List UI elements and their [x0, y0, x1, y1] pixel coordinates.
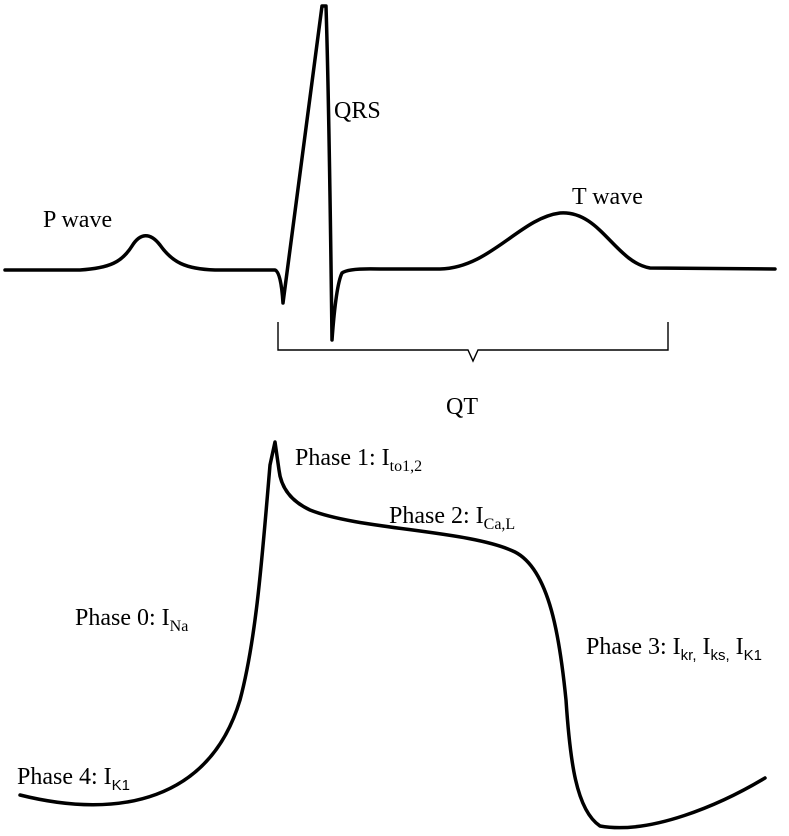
phase-4-label: Phase 4: IK1 — [17, 764, 130, 794]
phase-1-label: Phase 1: Ito1,2 — [295, 445, 422, 475]
ecg-trace — [3, 4, 777, 342]
phase-3-label: Phase 3: Ikr, Iks, IK1 — [586, 634, 762, 664]
phase-2-label: Phase 2: ICa,L — [389, 503, 515, 533]
p-wave-label: P wave — [43, 207, 112, 233]
qt-label: QT — [446, 394, 478, 420]
qrs-label: QRS — [334, 98, 381, 124]
t-wave-label: T wave — [572, 184, 643, 210]
phase-0-label: Phase 0: INa — [75, 605, 188, 635]
qt-bracket — [277, 322, 669, 363]
action-potential-trace — [18, 440, 767, 830]
